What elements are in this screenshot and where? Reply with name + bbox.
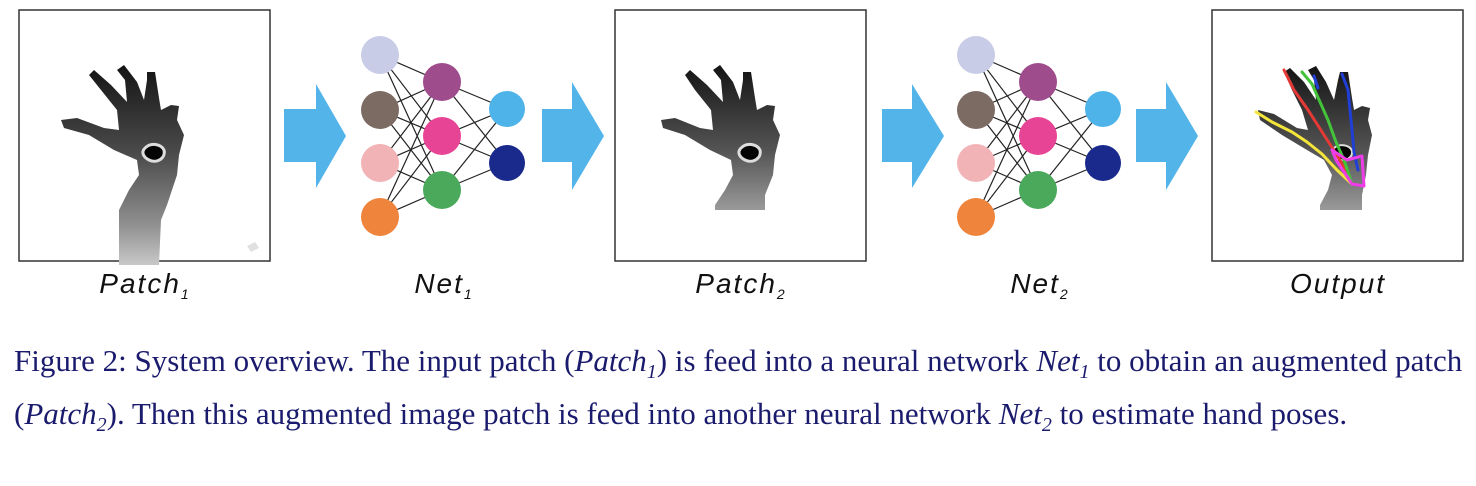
caption-patch1: Patch1 [574,343,657,384]
hand-skeleton-overlay [1254,68,1366,188]
arrow-3 [882,84,944,188]
index-skeleton [1282,68,1354,186]
input-node [957,91,995,129]
palm-skeleton [1330,148,1366,188]
input-node [957,198,995,236]
pinky-skeleton [1312,74,1320,90]
caption-net1: Net1 [1036,343,1090,384]
output-node [1085,145,1121,181]
input-node [361,91,399,129]
net1-label: Net1 [414,268,473,302]
ring-skeleton [1340,72,1360,172]
caption-text: ) is feed into a neural network [656,343,1037,378]
system-overview-diagram: Patch1 Net1 Patch2 Net2 [18,9,1464,302]
hidden-node [423,117,461,155]
arrow-2 [542,82,604,190]
thumb-skeleton [1254,110,1354,186]
caption-text: Figure 2: System overview. The input pat… [14,343,575,378]
caption-patch2: Patch2 [24,396,107,437]
figure-caption: Figure 2: System overview. The input pat… [14,340,1466,446]
output-node [1085,91,1121,127]
hidden-node [1019,63,1057,101]
patch1-image [18,9,271,265]
patch1-label: Patch1 [99,268,190,302]
network-edge [975,81,1039,218]
input-node [361,36,399,74]
hidden-node [1019,171,1057,209]
hidden-node [423,171,461,209]
arrow-1 [284,84,346,188]
output-node [489,145,525,181]
input-node [957,144,995,182]
input-node [957,36,995,74]
arrow-4 [1136,82,1198,190]
caption-net2: Net2 [998,396,1052,437]
net1-network [361,36,525,236]
input-node [361,144,399,182]
hand-depth-image [61,65,259,265]
output-node [489,91,525,127]
network-edge [379,81,443,218]
input-node [361,198,399,236]
hidden-node [1019,117,1057,155]
patch2-label: Patch2 [695,268,786,302]
middle-skeleton [1300,70,1354,186]
net2-label: Net2 [1010,268,1069,302]
output-label: Output [1290,268,1386,299]
hand-depth-image [661,65,780,210]
output-image [1211,9,1464,262]
caption-text: to obtain an augmented patch ( [14,343,1463,432]
net2-network [957,36,1121,236]
caption-text: to estimate hand poses. [1051,396,1348,432]
patch2-image [614,9,867,262]
caption-text: ). Then this augmented image patch is fe… [106,396,999,432]
hidden-node [423,63,461,101]
